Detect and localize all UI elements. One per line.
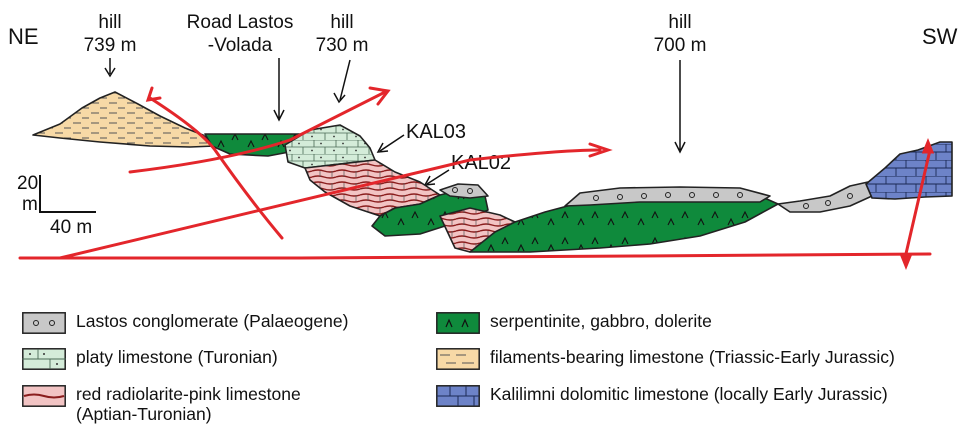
swatch-serpentinite xyxy=(436,312,480,334)
swatch-radiolarite xyxy=(22,385,66,407)
legend-label-conglomerate: Lastos conglomerate (Palaeogene) xyxy=(76,311,348,331)
legend-item-radiolarite: red radiolarite-pink limestone (Aptian-T… xyxy=(22,384,301,424)
swatch-platy xyxy=(22,348,66,370)
legend-item-kalilimni: Kalilimni dolomitic limestone (locally E… xyxy=(436,384,888,407)
legend-item-conglomerate: Lastos conglomerate (Palaeogene) xyxy=(22,311,348,334)
legend-item-filaments: filaments-bearing limestone (Triassic-Ea… xyxy=(436,347,895,370)
legend-label-filaments: filaments-bearing limestone (Triassic-Ea… xyxy=(490,347,895,367)
swatch-kalilimni xyxy=(436,385,480,407)
legend-item-serpentinite: serpentinite, gabbro, dolerite xyxy=(436,311,712,334)
swatch-filaments xyxy=(436,348,480,370)
legend-label-kalilimni: Kalilimni dolomitic limestone (locally E… xyxy=(490,384,888,404)
legend-label-serpentinite: serpentinite, gabbro, dolerite xyxy=(490,311,712,331)
legend-item-platy: platy limestone (Turonian) xyxy=(22,347,278,370)
swatch-conglomerate xyxy=(22,312,66,334)
legend-label-platy: platy limestone (Turonian) xyxy=(76,347,278,367)
legend-label-radiolarite: red radiolarite-pink limestone (Aptian-T… xyxy=(76,384,301,424)
